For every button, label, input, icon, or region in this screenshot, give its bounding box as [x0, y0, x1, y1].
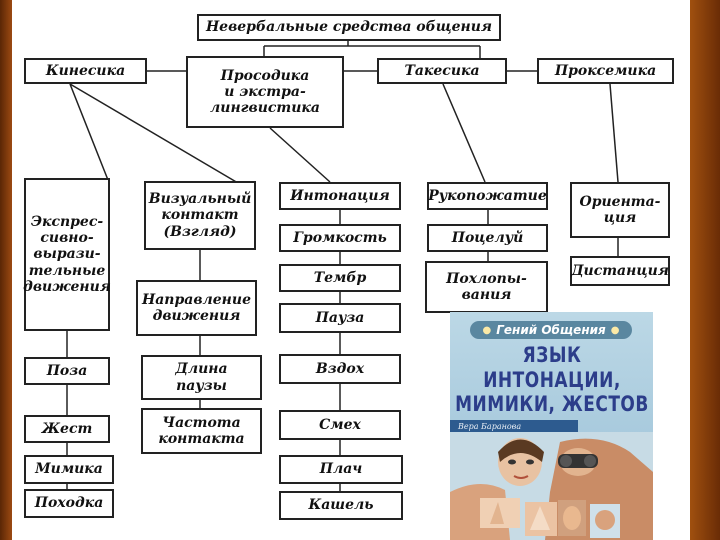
item-cry: Плач — [279, 455, 403, 484]
item-contact-frequency: Частота контакта — [141, 408, 262, 454]
item-pose: Поза — [24, 357, 110, 385]
category-takesics: Такесика — [377, 58, 507, 84]
item-handshake: Рукопожатие — [427, 182, 548, 210]
item-loudness: Громкость — [279, 224, 401, 252]
item-movement-direction: Направление движения — [136, 280, 257, 336]
category-proxemics: Проксемика — [537, 58, 674, 84]
item-gesture: Жест — [24, 415, 110, 443]
item-gait: Походка — [24, 489, 114, 518]
item-expressive-movements: Экспрес- сивно- вырази- тельные движения — [23, 178, 111, 331]
item-kiss: Поцелуй — [427, 224, 548, 252]
book-cover-image: ● Гений Общения ● ЯЗЫК ИНТОНАЦИИ, МИМИКИ… — [450, 312, 653, 540]
book-title-line1: ЯЗЫК ИНТОНАЦИИ, — [483, 343, 621, 393]
item-intonation: Интонация — [279, 182, 401, 210]
item-pause: Пауза — [279, 303, 401, 333]
item-pause-length: Длина паузы — [141, 355, 262, 400]
item-visual-contact: Визуальный контакт (Взгляд) — [144, 181, 256, 250]
category-kinesics: Кинесика — [24, 58, 147, 84]
item-cough: Кашель — [279, 491, 403, 520]
series-dot-left-icon: ● — [482, 324, 492, 336]
item-patting: Похлопы- вания — [425, 261, 548, 313]
item-sigh: Вздох — [279, 354, 401, 384]
book-author: Вера Баранова — [450, 420, 578, 433]
diagram-title: Невербальные средства общения — [197, 14, 501, 41]
item-mimic: Мимика — [24, 455, 114, 484]
item-timbre: Тембр — [279, 264, 401, 292]
series-dot-right-icon: ● — [610, 324, 620, 336]
item-distance: Дистанция — [570, 256, 670, 286]
book-title-line2: МИМИКИ, ЖЕСТОВ — [455, 392, 649, 418]
category-prosody: Просодика и экстра- лингвистика — [186, 56, 344, 128]
slide-frame-left — [0, 0, 12, 540]
slide-frame-right — [690, 0, 720, 540]
book-title: ЯЗЫК ИНТОНАЦИИ, МИМИКИ, ЖЕСТОВ — [454, 343, 650, 418]
book-series-badge: ● Гений Общения ● — [470, 321, 632, 339]
book-series-label: Гений Общения — [496, 323, 606, 337]
item-laugh: Смех — [279, 410, 401, 440]
item-orientation: Ориента- ция — [570, 182, 670, 238]
book-collage-illustration — [450, 432, 653, 540]
